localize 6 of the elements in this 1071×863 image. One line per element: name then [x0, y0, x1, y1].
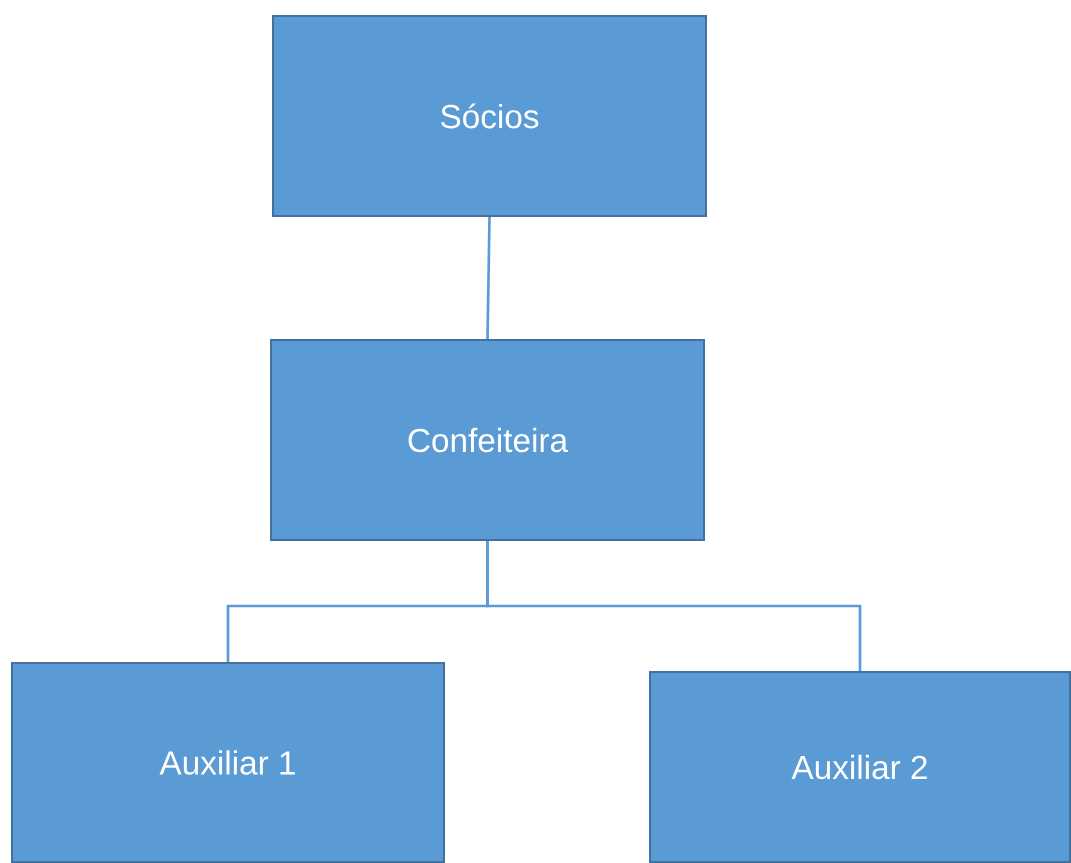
org-box: Sócios	[272, 15, 707, 217]
connector-line	[486, 216, 491, 340]
org-box: Auxiliar 2	[649, 671, 1071, 863]
org-box: Confeiteira	[270, 339, 705, 541]
connector-line	[486, 541, 862, 671]
org-box: Auxiliar 1	[11, 662, 445, 863]
